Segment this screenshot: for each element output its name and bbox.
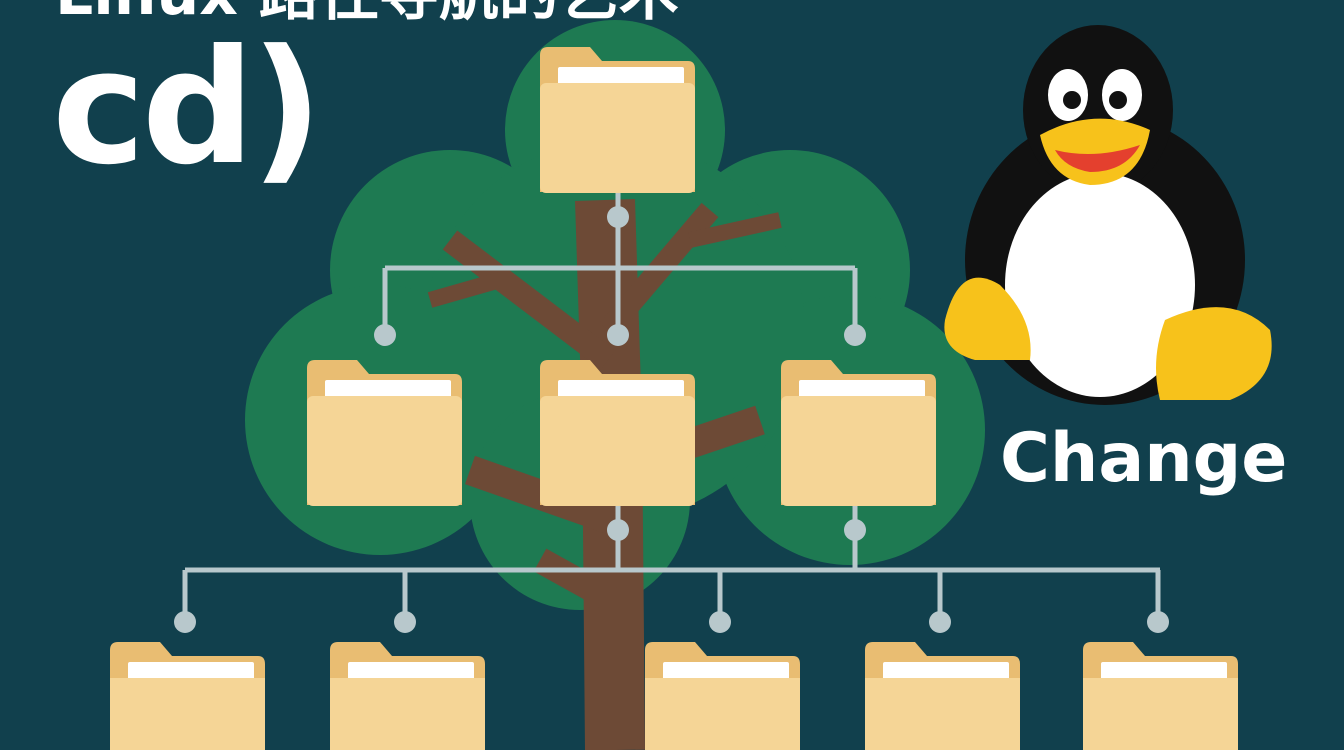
folder-icon [540, 360, 695, 506]
folder-icon [645, 642, 800, 750]
folder-icon [781, 360, 936, 506]
folder-icon [110, 642, 265, 750]
folder-icon [540, 47, 695, 193]
folder-icon [865, 642, 1020, 750]
folder-icon [1083, 642, 1238, 750]
change-caption: Change [1000, 419, 1288, 498]
tux-penguin-icon [944, 25, 1272, 405]
connector-dots [174, 206, 1169, 633]
folder-icon [330, 642, 485, 750]
command-text: cd) [52, 16, 323, 200]
folder-icon [307, 360, 462, 506]
